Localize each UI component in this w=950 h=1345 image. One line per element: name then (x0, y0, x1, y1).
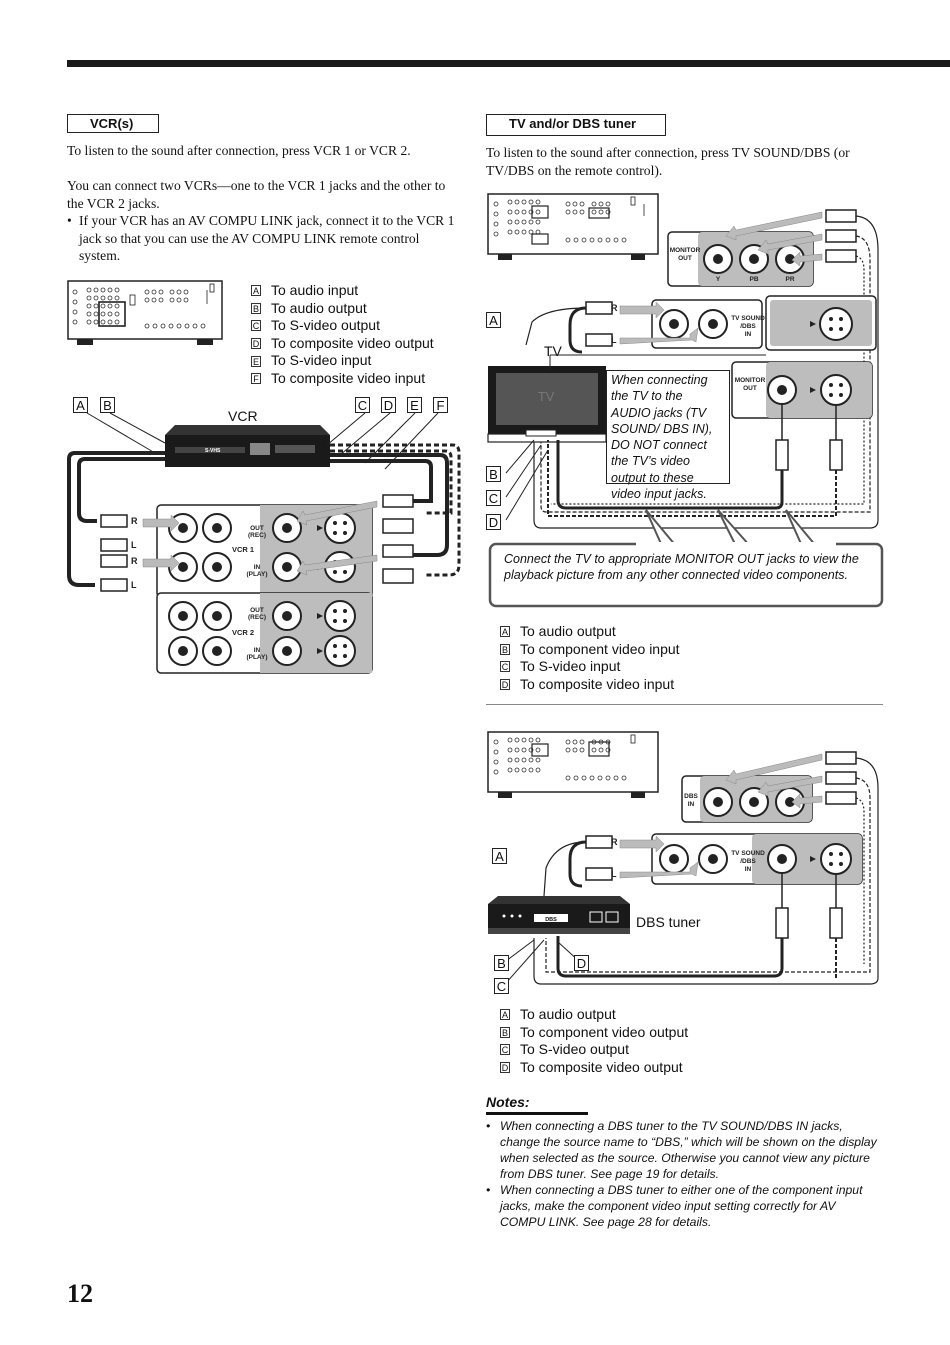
plug-l-label: L (131, 580, 137, 590)
tv-sound-label-3: IN (745, 331, 752, 338)
key-label-e: E (407, 397, 422, 413)
notes-list: • When connecting a DBS tuner to the TV … (486, 1118, 881, 1230)
dbs-key-label-b: B (494, 955, 509, 971)
plug-l-label: L (131, 540, 137, 550)
dbs-in-label: DBS (684, 793, 698, 800)
vcr-svhs-text: S-VHS (205, 448, 221, 454)
vcr-section-title: VCR(s) (67, 114, 159, 133)
dbs-in-label-2: IN (688, 801, 695, 808)
plug-r-label: R (611, 837, 618, 847)
dbs-tv-sound-label-3: IN (745, 866, 752, 873)
vcr2-rec-label: (REC) (248, 614, 266, 621)
vcr1-rec-label: (REC) (248, 532, 266, 539)
tv-key-label-b: B (486, 466, 501, 482)
tv-sound-label-2: /DBS (740, 323, 756, 330)
vcr2-play-label: (PLAY) (246, 654, 267, 661)
plug-r-label: R (131, 516, 138, 526)
dbs-tv-sound-label-2: /DBS (740, 858, 756, 865)
dbs-badge-text: DBS (545, 917, 557, 923)
note-item: • When connecting a DBS tuner to either … (486, 1183, 863, 1229)
vcr1-label: VCR 1 (232, 545, 254, 554)
dbs-connection-diagram: DBS IN TV SOUND /DBS IN R L DBS (487, 731, 879, 985)
vcr1-out-label: OUT (250, 525, 264, 532)
tv-key-label-a: A (486, 312, 501, 328)
dbs-key-label-d: D (574, 955, 589, 971)
vcr-device-icon: S-VHS (165, 425, 330, 467)
note-item: • When connecting a DBS tuner to the TV … (486, 1119, 877, 1181)
vcr-connection-diagram: S-VHS (67, 412, 461, 674)
plug-r-label: R (611, 303, 618, 313)
dbs-key-label-c: C (494, 978, 509, 994)
tv-bottom-callout: Connect the TV to appropriate MONITOR OU… (504, 552, 859, 583)
vcr2-out-label: OUT (250, 607, 264, 614)
monitor-out-label: MONITOR (670, 247, 701, 254)
tv-warning-callout: When connecting the TV to the AUDIO jack… (606, 370, 730, 501)
monitor-out-label-2: OUT (678, 255, 692, 262)
tv-screen-text: TV (538, 389, 555, 404)
plug-l-label: L (611, 335, 617, 345)
key-label-c: C (355, 397, 370, 413)
page-number: 12 (67, 1279, 93, 1308)
vcr-bullet-text: If your VCR has an AV COMPU LINK jack, c… (79, 213, 455, 263)
dbs-device-label: DBS tuner (636, 914, 701, 930)
tv-key-label-d: D (486, 514, 501, 530)
notes-title: Notes: (486, 1094, 530, 1110)
dbs-tv-sound-label: TV SOUND (731, 850, 765, 857)
key-label-f: F (433, 397, 448, 413)
tv-device-label: TV (544, 343, 562, 359)
vcr1-play-label: (PLAY) (246, 571, 267, 578)
header-rule (67, 60, 950, 67)
vcr-paragraph-1: To listen to the sound after connection,… (67, 143, 411, 158)
key-label-d: D (381, 397, 396, 413)
tv-key-label-c: C (486, 490, 501, 506)
tv-section-title: TV and/or DBS tuner (486, 114, 666, 136)
dbs-key-label-a: A (492, 848, 507, 864)
plug-r-label: R (131, 556, 138, 566)
y-label: Y (716, 276, 721, 283)
tv-paragraph: To listen to the sound after connection,… (486, 145, 850, 178)
vcr-device-label: VCR (228, 408, 258, 424)
vcr-paragraph-2: You can connect two VCRs—one to the VCR … (67, 178, 446, 211)
monitor-out-lower-label-2: OUT (743, 385, 757, 392)
vcr-bullet: • If your VCR has an AV COMPU LINK jack,… (67, 212, 457, 265)
pr-label: PR (785, 276, 794, 283)
section-divider (486, 704, 883, 705)
key-label-b: B (100, 397, 115, 413)
monitor-out-lower-label: MONITOR (735, 377, 766, 384)
tv-connection-diagram: MONITOR OUT Y PB PR TV SOUND /DBS IN R L (487, 193, 884, 608)
plug-l-label: L (611, 869, 617, 879)
receiver-rear-panel-vcr (67, 280, 223, 345)
notes-underline (486, 1112, 588, 1115)
key-label-a: A (73, 397, 88, 413)
vcr1-in-label: IN (254, 564, 261, 571)
vcr2-in-label: IN (254, 647, 261, 654)
tv-sound-label: TV SOUND (731, 315, 765, 322)
pb-label: PB (749, 276, 758, 283)
vcr2-label: VCR 2 (232, 628, 254, 637)
